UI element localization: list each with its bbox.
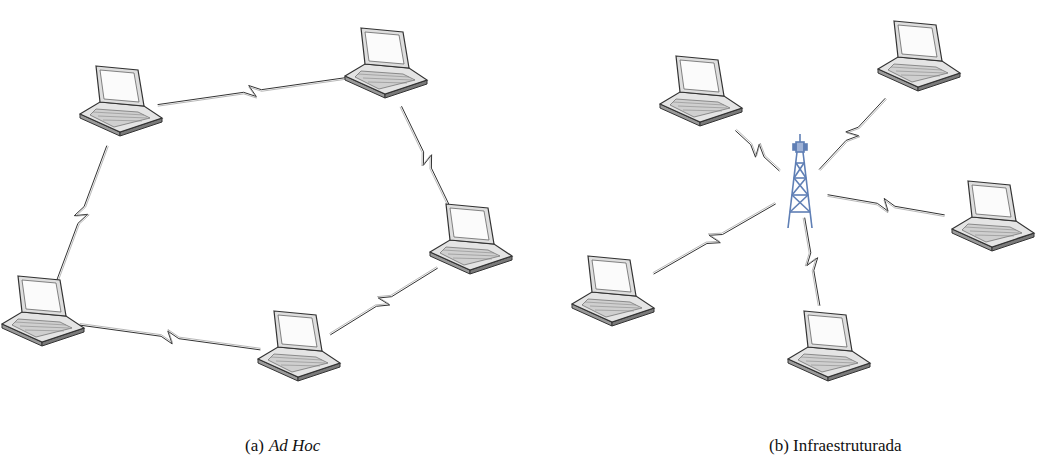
subfigure-caption: (a) Ad Hoc	[245, 436, 320, 456]
wireless-link	[158, 77, 348, 104]
wireless-link	[402, 106, 454, 214]
caption-letter: (a)	[245, 436, 264, 456]
wireless-link	[736, 129, 780, 170]
wireless-link	[80, 324, 261, 349]
wireless-link	[329, 267, 436, 334]
wireless-link	[55, 146, 107, 285]
wireless-link	[57, 146, 109, 285]
subfigure-caption: (b) Infraestruturada	[769, 436, 902, 456]
wireless-link	[819, 98, 885, 169]
wireless-link	[653, 203, 775, 273]
wireless-link	[400, 107, 452, 215]
wireless-link	[330, 268, 437, 335]
wireless-link	[158, 79, 348, 106]
wireless-link	[827, 196, 944, 216]
wireless-link	[80, 325, 261, 350]
wireless-link	[654, 204, 776, 274]
wireless-link	[805, 218, 820, 306]
wireless-link	[803, 218, 818, 306]
caption-text: Ad Hoc	[269, 436, 320, 456]
caption-text: (b) Infraestruturada	[769, 436, 902, 456]
wireless-link	[735, 131, 779, 172]
laptop-icon	[2, 21, 1034, 381]
wireless-link	[820, 99, 886, 170]
antenna-tower	[788, 134, 812, 228]
